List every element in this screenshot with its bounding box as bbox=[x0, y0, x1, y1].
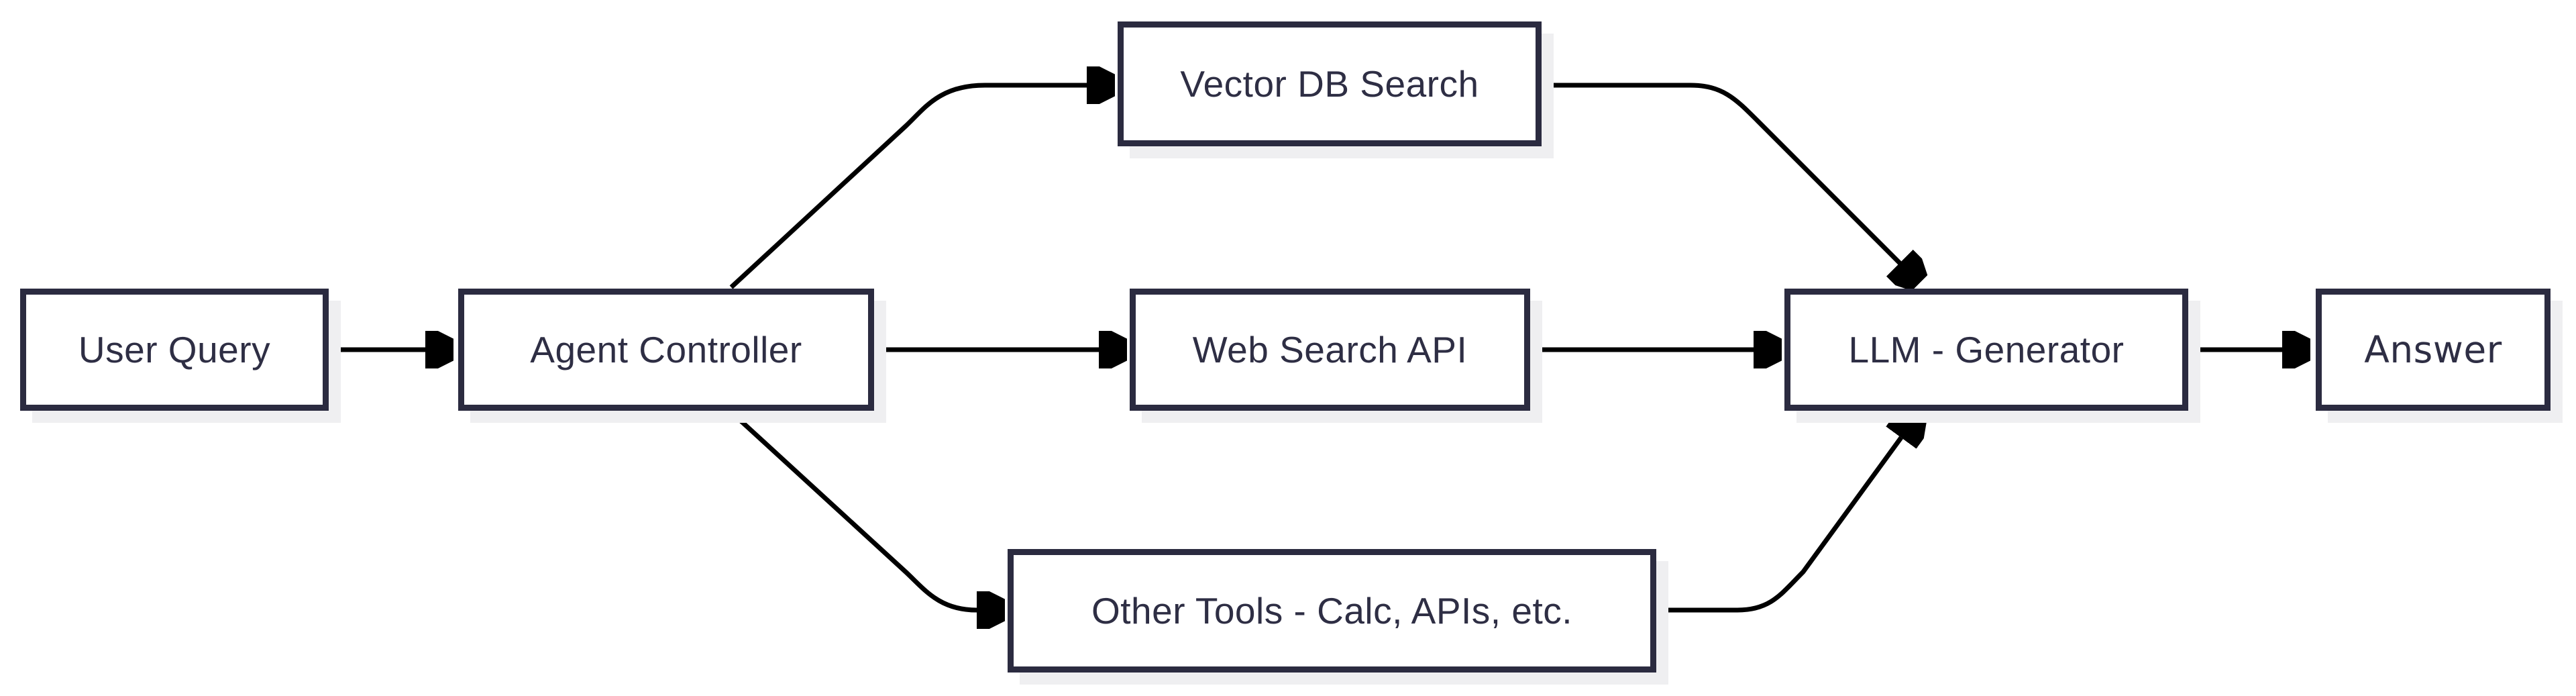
edge-agent-controller-to-other-tools bbox=[729, 410, 977, 610]
node-llm-generator: LLM - Generator bbox=[1784, 289, 2188, 411]
node-user-query: User Query bbox=[20, 289, 329, 411]
node-answer-label: Answer bbox=[2364, 328, 2502, 371]
node-agent-controller-label: Agent Controller bbox=[530, 329, 802, 370]
node-web-search-api-label: Web Search API bbox=[1192, 329, 1468, 370]
edge-vector-db-to-llm-generator bbox=[1542, 83, 1900, 263]
node-answer: Answer bbox=[2316, 289, 2551, 411]
node-vector-db-search-label: Vector DB Search bbox=[1180, 63, 1479, 105]
node-user-query-label: User Query bbox=[78, 329, 271, 370]
edge-agent-controller-to-vector-db bbox=[729, 85, 1087, 289]
node-web-search-api: Web Search API bbox=[1130, 289, 1530, 411]
edge-other-tools-to-llm-generator bbox=[1658, 438, 1901, 613]
node-other-tools: Other Tools - Calc, APIs, etc. bbox=[1008, 549, 1656, 673]
node-agent-controller: Agent Controller bbox=[458, 289, 874, 411]
node-other-tools-label: Other Tools - Calc, APIs, etc. bbox=[1091, 590, 1573, 632]
node-vector-db-search: Vector DB Search bbox=[1118, 21, 1542, 146]
node-llm-generator-label: LLM - Generator bbox=[1848, 329, 2125, 370]
